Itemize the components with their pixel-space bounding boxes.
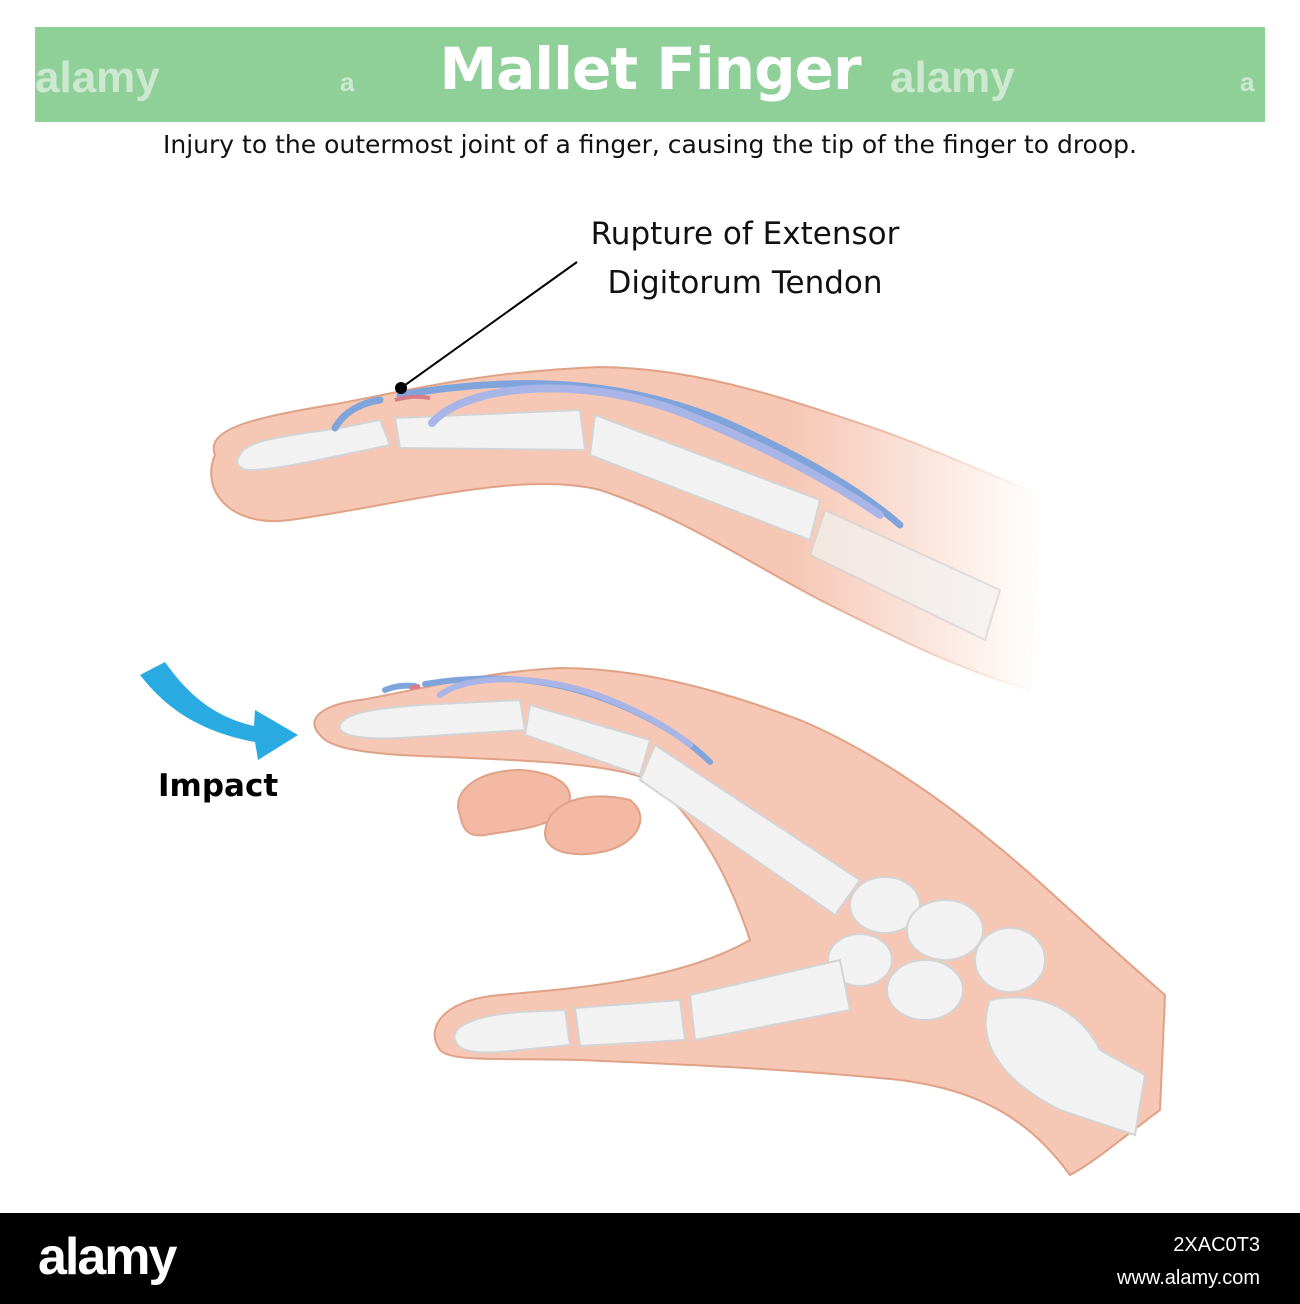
impact-arrow-icon bbox=[140, 662, 298, 760]
image-id: 2XAC0T3 bbox=[1173, 1234, 1260, 1256]
watermark-letter: a bbox=[340, 67, 355, 97]
title-banner: alamy a alamy a Mallet Finger bbox=[35, 27, 1265, 122]
description-text: Injury to the outermost joint of a finge… bbox=[163, 130, 1137, 159]
hand-bottom bbox=[313, 666, 1167, 1177]
watermark-letter: a bbox=[1240, 67, 1255, 97]
callout-line-2: Digitorum Tendon bbox=[607, 265, 883, 301]
site-url: www.alamy.com bbox=[1117, 1267, 1260, 1289]
hand-illustration bbox=[140, 261, 1167, 1177]
footer-logo: alamy bbox=[38, 1228, 177, 1286]
footer-bar: alamy 2XAC0T3 www.alamy.com bbox=[0, 1213, 1300, 1304]
impact-label: Impact bbox=[158, 768, 279, 804]
footer-info: 2XAC0T3 www.alamy.com bbox=[1117, 1229, 1260, 1295]
watermark-text: alamy bbox=[890, 53, 1015, 102]
watermark-text: alamy bbox=[35, 53, 160, 102]
page-title: Mallet Finger bbox=[439, 35, 861, 103]
callout-leader-line bbox=[400, 261, 578, 389]
callout-label: Rupture of Extensor Digitorum Tendon bbox=[545, 210, 945, 308]
injured-finger-top bbox=[210, 365, 1042, 692]
rupture-point-marker bbox=[395, 382, 407, 394]
callout-line-1: Rupture of Extensor bbox=[590, 216, 900, 252]
